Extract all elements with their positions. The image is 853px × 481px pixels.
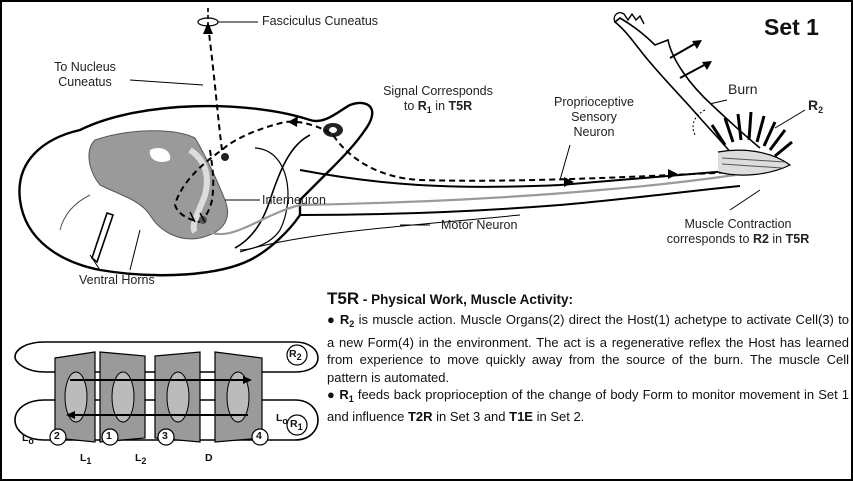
mini-l2: L2 xyxy=(135,452,146,466)
mini-n3: 3 xyxy=(162,430,168,442)
mini-n2: 2 xyxy=(54,430,60,442)
ventral-horns-label: Ventral Horns xyxy=(79,273,155,288)
mini-l0-left: Lo xyxy=(22,432,34,446)
t5r-heading: T5R - Physical Work, Muscle Activity: xyxy=(327,290,849,308)
burn-label: Burn xyxy=(728,82,758,97)
signal-label: Signal Corresponds to R1 in T5R xyxy=(372,84,504,118)
mini-r2: R2 xyxy=(289,348,302,362)
interneuron-label: Interneuron xyxy=(262,193,326,208)
set-title: Set 1 xyxy=(764,14,819,41)
mini-n4: 4 xyxy=(256,430,262,442)
mini-l0-right: Lo xyxy=(276,412,288,426)
muscle-contraction-label: Muscle Contraction corresponds to R2 in … xyxy=(628,217,848,247)
mini-n1: 1 xyxy=(106,430,112,442)
motor-neuron-label: Motor Neuron xyxy=(441,218,517,233)
mini-r1: R1 xyxy=(290,418,303,432)
r2-label: R2 xyxy=(808,98,823,118)
mini-d: D xyxy=(205,452,213,464)
bullet-r2: ● R2 is muscle action. Muscle Organs(2) … xyxy=(327,311,849,386)
t5r-description: T5R - Physical Work, Muscle Activity: ● … xyxy=(327,290,849,426)
mini-l1: L1 xyxy=(80,452,91,466)
fasciculus-label: Fasciculus Cuneatus xyxy=(262,14,378,29)
bullet-r1: ● R1 feeds back proprioception of the ch… xyxy=(327,386,849,426)
